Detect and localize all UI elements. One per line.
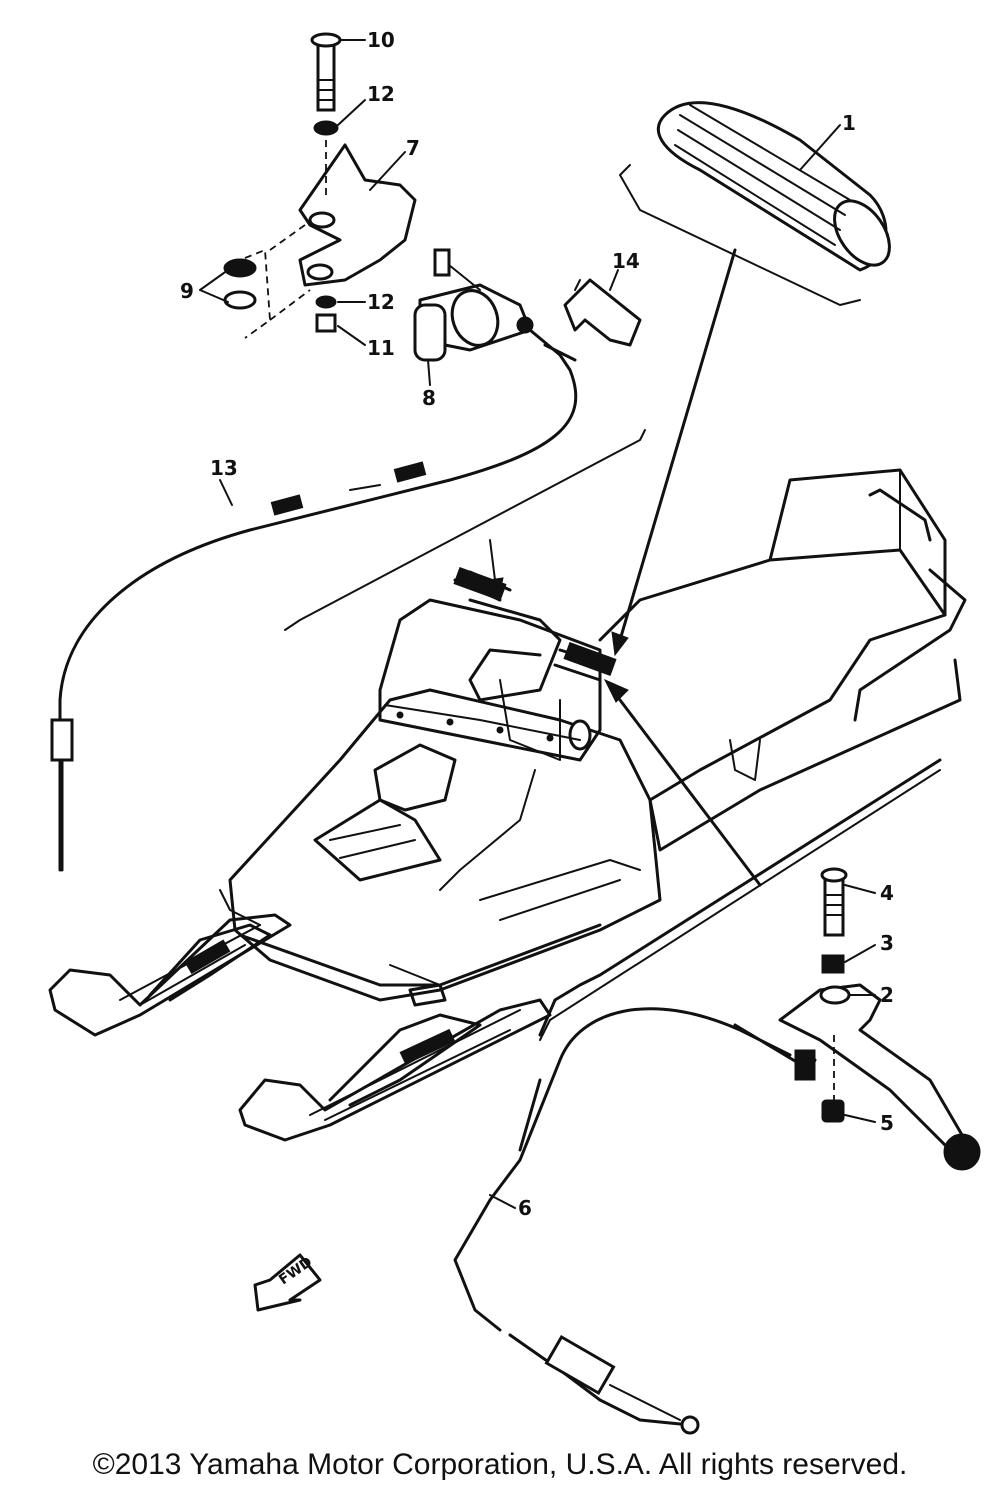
callout-10: 10	[367, 28, 395, 52]
callout-1: 1	[842, 111, 856, 135]
copyright-notice: ©2013 Yamaha Motor Corporation, U.S.A. A…	[92, 1448, 908, 1481]
callout-5: 5	[880, 1111, 894, 1135]
callout-9: 9	[180, 279, 194, 303]
callout-11: 11	[367, 336, 395, 360]
fwd-arrow-icon: FWD	[253, 1253, 322, 1312]
bracket-assembly	[50, 32, 646, 872]
callout-12-lower: 12	[367, 290, 395, 314]
callout-12-top: 12	[367, 82, 395, 106]
callout-6: 6	[518, 1196, 532, 1220]
grip-part-1	[611, 101, 891, 657]
callouts: 1 2 3 4 5 6 7 8 9 10 11 12 12 13 14	[180, 28, 894, 1220]
snowmobile	[219, 468, 967, 1002]
callout-13: 13	[210, 456, 238, 480]
callout-3: 3	[880, 931, 894, 955]
callout-7: 7	[406, 136, 420, 160]
brake-lever-assembly	[453, 758, 981, 1435]
skis	[48, 913, 552, 1142]
clip-part-14	[563, 278, 642, 347]
callout-8: 8	[422, 386, 436, 410]
leader-lines	[603, 678, 762, 887]
callout-4: 4	[880, 881, 894, 905]
callout-2: 2	[880, 983, 894, 1007]
callout-14: 14	[612, 249, 640, 273]
